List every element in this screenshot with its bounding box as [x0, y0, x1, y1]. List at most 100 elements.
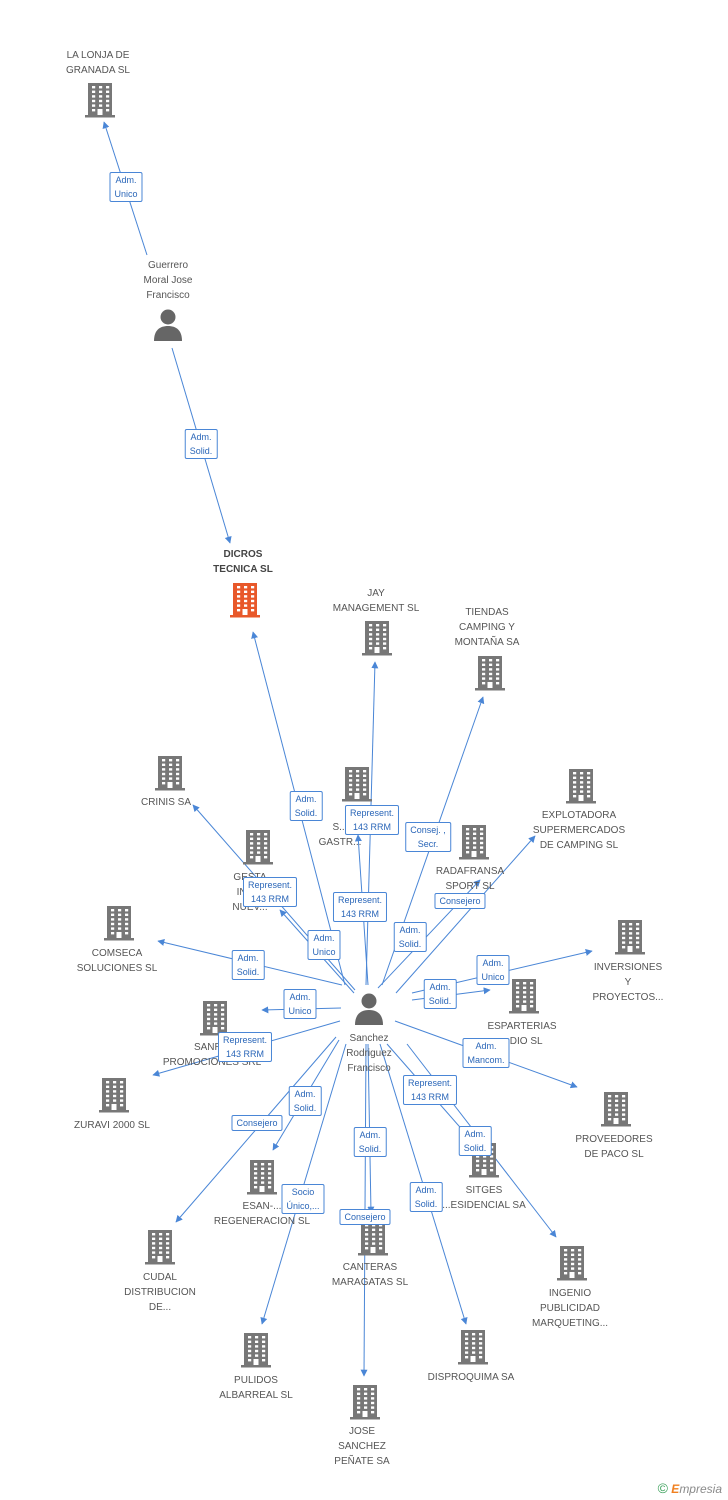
node-esparterias[interactable]: ESPARTERIAS ...DIO SL	[457, 1019, 587, 1049]
edge-label-sanchez-jay[interactable]: Represent. 143 RRM	[344, 805, 400, 835]
node-lonja[interactable]: LA LONJA DE GRANADA SL	[33, 48, 163, 78]
node-icon-anchor	[357, 1220, 389, 1256]
node-label: ESAN-... REGENERACION SL	[213, 1201, 311, 1227]
node-canteras[interactable]: CANTERAS MARAGATAS SL	[305, 1260, 435, 1290]
edge-label-guerrero-lonja[interactable]: Adm. Unico	[109, 172, 143, 202]
edge-label-sanchez-esparterias[interactable]: Adm. Solid.	[423, 979, 457, 1009]
building-icon	[565, 768, 597, 804]
node-label: S... GASTR...	[318, 822, 362, 848]
node-sanchez[interactable]: Sanchez Rodriguez Francisco	[304, 1031, 434, 1076]
node-label: ZURAVI 2000 SL	[74, 1120, 150, 1131]
node-label: RADAFRANSA SPORT SL	[435, 866, 505, 892]
building-icon	[144, 1229, 176, 1265]
node-cudal[interactable]: CUDAL DISTRIBUCION DE...	[95, 1270, 225, 1315]
person-icon	[152, 308, 184, 344]
node-label: SANR... PROMOCIONES SRL	[162, 1042, 262, 1068]
node-inversiones[interactable]: INVERSIONES Y PROYECTOS...	[563, 960, 693, 1005]
building-icon	[341, 766, 373, 802]
node-icon-anchor	[98, 1077, 130, 1113]
building-icon	[600, 1091, 632, 1127]
building-icon	[84, 82, 116, 118]
edge-label-sanchez-radafransa[interactable]: Adm. Solid.	[393, 922, 427, 952]
edge-label-sanchez-crinis[interactable]: Represent. 143 RRM	[242, 877, 298, 907]
node-jay[interactable]: JAY MANAGEMENT SL	[311, 586, 441, 616]
node-esan[interactable]: ESAN-... REGENERACION SL	[197, 1199, 327, 1229]
node-icon-anchor	[614, 919, 646, 955]
node-label: COMSECA SOLUCIONES SL	[76, 948, 158, 974]
node-icon-anchor	[229, 582, 261, 618]
node-label: PULIDOS ALBARREAL SL	[219, 1375, 293, 1401]
node-radafransa[interactable]: RADAFRANSA SPORT SL	[405, 864, 535, 894]
node-dicros[interactable]: DICROS TECNICA SL	[178, 547, 308, 577]
edge-label-sanchez-ingenio[interactable]: Adm. Solid.	[458, 1126, 492, 1156]
node-zuravi[interactable]: ZURAVI 2000 SL	[47, 1118, 177, 1133]
edge-label-sanchez-sitges[interactable]: Represent. 143 RRM	[402, 1075, 458, 1105]
node-explotadora[interactable]: EXPLOTADORA SUPERMERCADOS DE CAMPING SL	[514, 808, 644, 853]
node-label: JOSE SANCHEZ PEÑATE SA	[334, 1426, 390, 1467]
node-label: CANTERAS MARAGATAS SL	[331, 1262, 409, 1288]
node-icon-anchor	[556, 1245, 588, 1281]
node-label: PROVEEDORES DE PACO SL	[575, 1134, 653, 1160]
node-icon-anchor	[353, 992, 385, 1028]
node-sitges[interactable]: SITGES ...ESIDENCIAL SA	[419, 1183, 549, 1213]
building-icon	[246, 1159, 278, 1195]
edge-label-sanchez-sanrosa[interactable]: Adm. Unico	[283, 989, 317, 1019]
node-icon-anchor	[600, 1091, 632, 1127]
node-icon-anchor	[457, 1329, 489, 1365]
node-pulidos[interactable]: PULIDOS ALBARREAL SL	[191, 1373, 321, 1403]
building-icon	[357, 1220, 389, 1256]
building-icon	[614, 919, 646, 955]
node-crinis[interactable]: CRINIS SA	[101, 795, 231, 810]
node-label: JAY MANAGEMENT SL	[332, 588, 420, 614]
node-label: INGENIO PUBLICIDAD MARQUETING...	[531, 1288, 609, 1329]
node-label: DISPROQUIMA SA	[427, 1372, 515, 1383]
edge-label-sanchez-explotadora[interactable]: Consejero	[434, 893, 486, 909]
node-label: Sanchez Rodriguez Francisco	[346, 1033, 392, 1074]
edge-label-sanchez-inversiones[interactable]: Adm. Unico	[476, 955, 510, 985]
node-proveedores[interactable]: PROVEEDORES DE PACO SL	[549, 1132, 679, 1162]
brand-logo-letter: E	[671, 1482, 680, 1496]
node-jose[interactable]: JOSE SANCHEZ PEÑATE SA	[297, 1424, 427, 1469]
edge-label-sanchez-esan[interactable]: Adm. Solid.	[288, 1086, 322, 1116]
edge-label-sanchez-cudal[interactable]: Consejero	[231, 1115, 283, 1131]
edge-label-sanchez-gastr[interactable]: Represent. 143 RRM	[332, 892, 388, 922]
node-label: EXPLOTADORA SUPERMERCADOS DE CAMPING SL	[532, 810, 626, 851]
node-label: Guerrero Moral Jose Francisco	[143, 260, 193, 301]
node-icon-anchor	[458, 824, 490, 860]
node-icon-anchor	[474, 655, 506, 691]
node-icon-anchor	[361, 620, 393, 656]
edge-label-sanchez-proveedores[interactable]: Adm. Mancom.	[462, 1038, 510, 1068]
edge-label-sanchez-pulidos[interactable]: Socio Único,...	[281, 1184, 325, 1214]
node-icon-anchor	[154, 755, 186, 791]
building-icon	[361, 620, 393, 656]
edge-label-sanchez-tiendas[interactable]: Consej. , Secr.	[405, 822, 451, 852]
node-icon-anchor	[199, 1000, 231, 1036]
building-icon	[154, 755, 186, 791]
node-icon-anchor	[341, 766, 373, 802]
node-sanrosa[interactable]: SANR... PROMOCIONES SRL	[147, 1040, 277, 1070]
node-disproquima[interactable]: DISPROQUIMA SA	[406, 1370, 536, 1385]
building-icon	[457, 1329, 489, 1365]
edge-label-sanchez-dicros[interactable]: Adm. Solid.	[289, 791, 323, 821]
building-icon	[458, 824, 490, 860]
node-icon-anchor	[242, 829, 274, 865]
edge-label-guerrero-dicros[interactable]: Adm. Solid.	[184, 429, 218, 459]
edge-label-sanchez-zuravi[interactable]: Represent. 143 RRM	[217, 1032, 273, 1062]
edge-label-sanchez-disproquima[interactable]: Adm. Solid.	[409, 1182, 443, 1212]
brand-name: mpresia	[679, 1482, 722, 1496]
edge-label-sanchez-jose[interactable]: Consejero	[339, 1209, 391, 1225]
building-icon	[556, 1245, 588, 1281]
brand-footer: © Empresia	[658, 1480, 722, 1496]
node-gastr[interactable]: S... GASTR...	[275, 820, 405, 850]
node-tiendas[interactable]: TIENDAS CAMPING Y MONTAÑA SA	[422, 605, 552, 650]
edge-label-sanchez-gesta[interactable]: Adm. Unico	[307, 930, 341, 960]
node-icon-anchor	[103, 905, 135, 941]
node-label: TIENDAS CAMPING Y MONTAÑA SA	[454, 607, 520, 648]
edge-label-sanchez-comseca[interactable]: Adm. Solid.	[231, 950, 265, 980]
node-label: DICROS TECNICA SL	[213, 549, 273, 575]
edge-label-sanchez-canteras[interactable]: Adm. Solid.	[353, 1127, 387, 1157]
node-ingenio[interactable]: INGENIO PUBLICIDAD MARQUETING...	[505, 1286, 635, 1331]
building-icon	[103, 905, 135, 941]
node-guerrero[interactable]: Guerrero Moral Jose Francisco	[103, 258, 233, 303]
node-comseca[interactable]: COMSECA SOLUCIONES SL	[52, 946, 182, 976]
